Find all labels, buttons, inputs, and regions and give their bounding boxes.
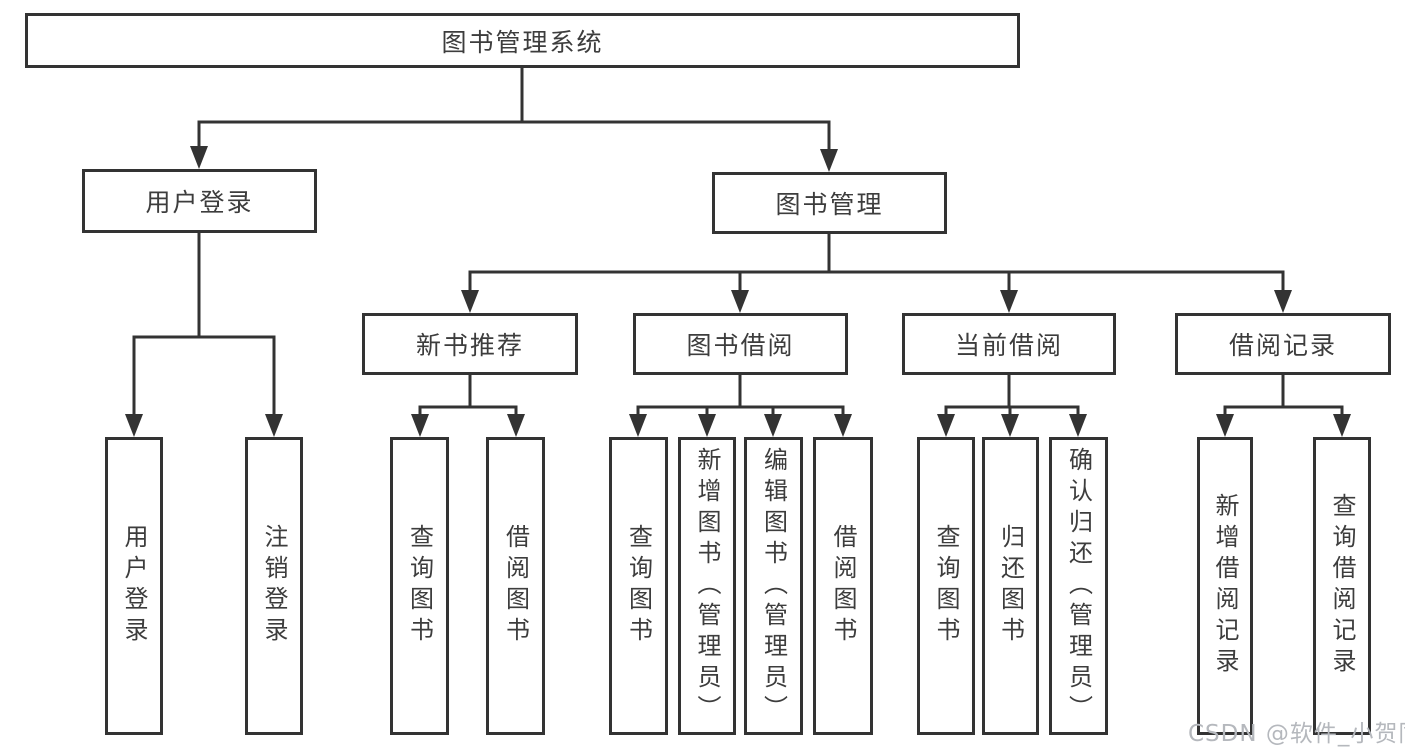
leaf-user-login: 用户登录: [105, 437, 163, 735]
leaf-records-add-record: 新增借阅记录: [1197, 437, 1253, 735]
edge-borrow-records-to-leaves: [1216, 375, 1351, 437]
leaf-borrow-borrow-books: 借阅图书: [813, 437, 873, 735]
edge-root-to-level2: [190, 68, 838, 172]
edge-current-borrow-to-leaves: [937, 375, 1087, 437]
node-borrow-records: 借阅记录: [1175, 313, 1391, 375]
edge-book-borrow-to-leaves: [629, 375, 852, 437]
leaf-current-query-books: 查询图书: [917, 437, 975, 735]
leaf-newbook-borrow-books: 借阅图书: [486, 437, 545, 735]
edge-user-login-to-leaves: [125, 233, 283, 437]
leaf-current-return-books: 归还图书: [982, 437, 1039, 735]
leaf-current-confirm-return-admin: 确认归还（管理员）: [1049, 437, 1108, 735]
leaf-borrow-edit-books-admin: 编辑图书（管理员）: [744, 437, 803, 735]
leaf-logout: 注销登录: [245, 437, 303, 735]
leaf-records-query-record: 查询借阅记录: [1313, 437, 1371, 735]
edge-book-mgmt-to-level3: [461, 234, 1292, 313]
csdn-watermark: CSDN @软件_小贺同学: [1188, 721, 1405, 747]
node-book-management: 图书管理: [712, 172, 947, 234]
leaf-borrow-add-books-admin: 新增图书（管理员）: [678, 437, 736, 735]
node-user-login: 用户登录: [82, 169, 317, 233]
node-book-borrow: 图书借阅: [633, 313, 848, 375]
leaf-borrow-query-books: 查询图书: [609, 437, 668, 735]
node-current-borrow: 当前借阅: [902, 313, 1116, 375]
edge-new-books-to-leaves: [411, 375, 525, 437]
node-root: 图书管理系统: [25, 13, 1020, 68]
node-new-book-recommend: 新书推荐: [362, 313, 578, 375]
leaf-newbook-query-books: 查询图书: [390, 437, 449, 735]
